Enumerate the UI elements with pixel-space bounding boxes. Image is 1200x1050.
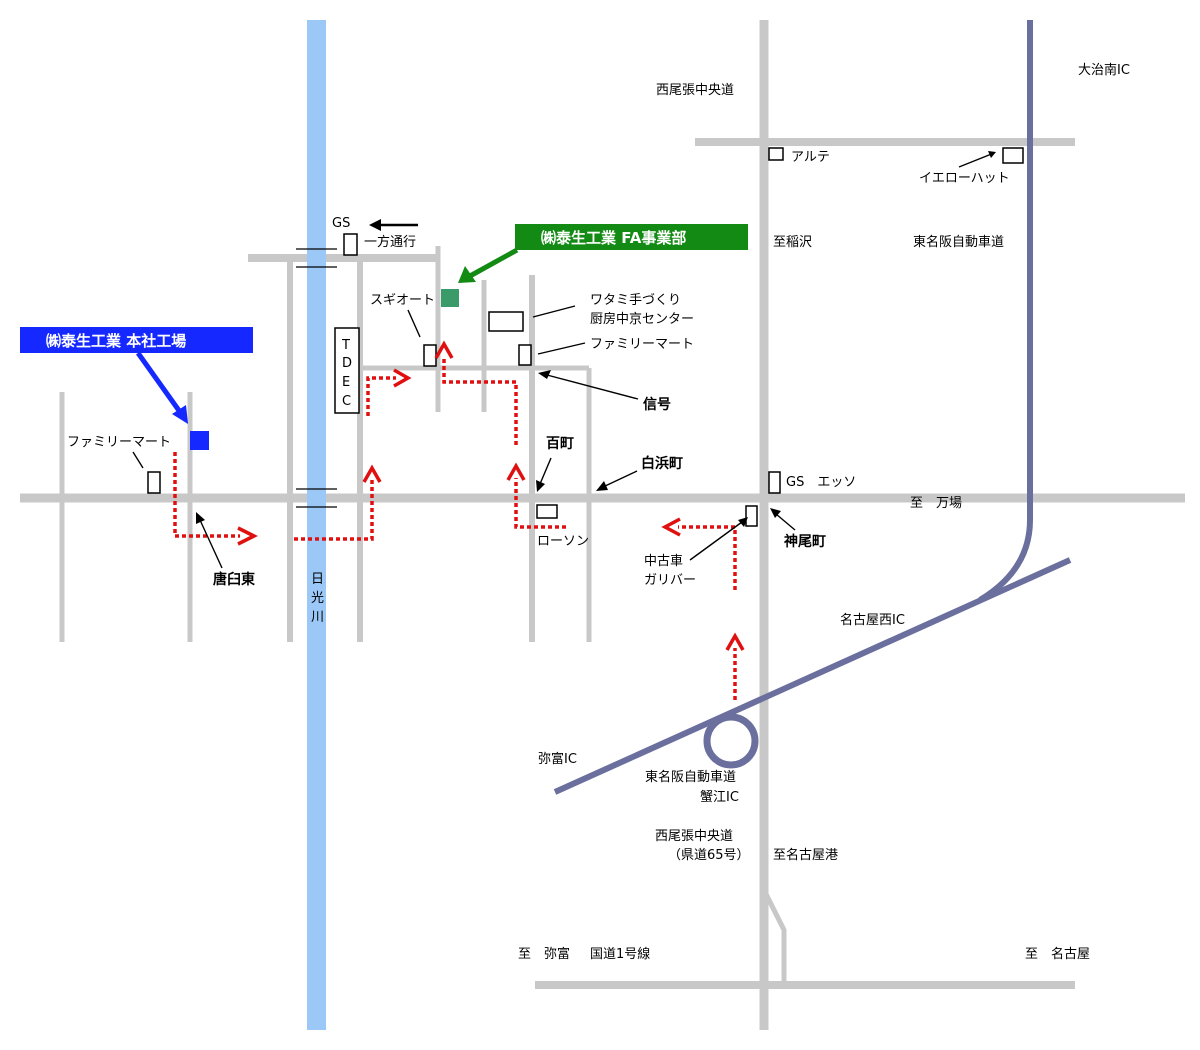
label-familymart-left: ファミリーマート [67,435,171,450]
label-tdec-e: E [342,375,350,390]
route-to-head-office [173,452,240,538]
ohaaru-expressway [978,20,1033,603]
route-tdec [366,376,396,416]
label-to-inazawa: 至稲沢 [773,235,812,250]
pointer-lines [132,151,996,569]
label-watami-1: ワタミ手づくり [590,293,681,308]
label-used-car-2: ガリバー [644,573,696,588]
lawson-building [536,504,558,519]
label-familymart-center: ファミリーマート [590,337,694,352]
fa-division-label: ㈱泰生工業 FA事業部 [541,229,686,247]
gs-esso-building [768,471,781,494]
label-one-way: 一方通行 [364,234,416,250]
label-shirahamacho: 白浜町 [641,455,683,472]
head-office-marker [190,431,209,450]
expressways [553,20,1072,795]
gs-top-building [343,233,358,256]
route-arrowhead [393,368,412,388]
label-prefectural-road: （県道65号） [668,848,750,863]
pointer-gulliver [689,521,743,561]
head-office-arrow [135,351,183,414]
label-tdec-c: C [342,394,351,409]
pointer-watami [532,305,576,318]
arute-building [768,147,784,161]
route-arrowhead [661,517,681,537]
route-arrowhead [362,464,382,483]
label-to-yatomi: 至 弥富 [518,946,570,962]
route-arrowhead [725,632,745,651]
fa-division-banner [515,224,748,250]
pointer-karausu-higashi [199,519,223,569]
label-jinbi-cho: 神尾町 [784,533,826,550]
label-river-1: 日 [311,572,324,587]
gulliver-building [745,505,758,527]
road-branch [761,888,787,985]
familymart-left-building [147,471,161,494]
route-arrowhead [506,462,526,481]
label-yatomi-ic: 弥富IC [538,751,577,767]
label-river-2: 光 [311,591,324,606]
label-arute: アルテ [791,150,830,165]
label-tdec-d: D [342,356,352,371]
pointer-familymart-center [537,342,586,355]
label-kanie-ic: 蟹江IC [700,790,739,805]
pointer-signal [546,374,639,400]
label-to-manba: 至 万場 [910,496,962,511]
road-network [20,20,1185,1030]
label-watami-2: 厨房中京センター [590,311,694,327]
yellow-hat-building [1002,147,1024,164]
label-sugi-auto: スギオート [370,293,435,308]
map-labels: 大治南IC 西尾張中央道 アルテ イエローハット GS 一方通行 至稲沢 東名阪… [67,62,1130,962]
label-lawson: ローソン [537,534,589,549]
head-office-banner [20,327,253,353]
label-to-nagoya: 至 名古屋 [1025,946,1090,962]
pointer-shirahamacho [602,470,638,488]
route-arrowhead [434,340,454,359]
label-hyakucho: 百町 [546,436,574,452]
one-way-arrowhead [369,219,381,231]
label-tomei-top: 東名阪自動車道 [913,234,1004,250]
label-used-car-1: 中古車 [644,554,683,569]
watami-building [488,311,524,332]
fa-division-marker [441,289,459,307]
pointer-sugi-auto [407,309,421,338]
route-lawson [514,478,566,529]
head-office-label: ㈱泰生工業 本社工場 [46,332,186,350]
fa-division-arrowhead [458,266,476,283]
sugi-auto-building [423,344,437,367]
route-to-fa-division [442,356,518,445]
nikko-river [307,20,326,1030]
landmarks [147,147,1024,527]
label-nishibiwajima-road-top: 西尾張中央道 [656,83,734,98]
head-office-arrowhead [172,405,188,424]
bridge-marks [296,248,337,508]
route-river [294,478,374,541]
label-nagoya-nishi-ic: 名古屋西IC [840,612,905,628]
label-gs-esso: GS エッソ [786,475,856,490]
tomei-han-expressway [553,557,1072,795]
label-ohaaru-ic: 大治南IC [1078,62,1130,78]
route-arrowhead [237,526,258,546]
label-gs-top: GS [332,216,350,231]
label-to-nagoya-port: 至名古屋港 [773,847,838,863]
label-signal: 信号 [643,396,671,413]
fa-division-callout: ㈱泰生工業 FA事業部 [458,224,748,283]
label-karausu-higashi: 唐臼東 [213,571,255,588]
label-nishibiwajima-road-bottom: 西尾張中央道 [655,829,733,844]
fa-division-arrow [468,247,519,279]
kanie-ic-loop [703,713,759,769]
label-route-1: 国道1号線 [590,946,650,962]
tdec-building [334,327,360,414]
familymart-center-building [518,344,532,366]
label-river-3: 川 [311,610,324,625]
label-tdec-t: T [341,338,350,353]
pointer-jinbi-cho [775,513,796,531]
pointer-hyakucho [539,457,552,485]
pointer-familymart-left [132,451,144,469]
head-office-callout: ㈱泰生工業 本社工場 [20,327,253,424]
label-yellow-hat: イエローハット [919,171,1010,186]
pointer-yellow-hat [958,152,995,168]
label-tomei-bottom: 東名阪自動車道 [645,769,736,785]
